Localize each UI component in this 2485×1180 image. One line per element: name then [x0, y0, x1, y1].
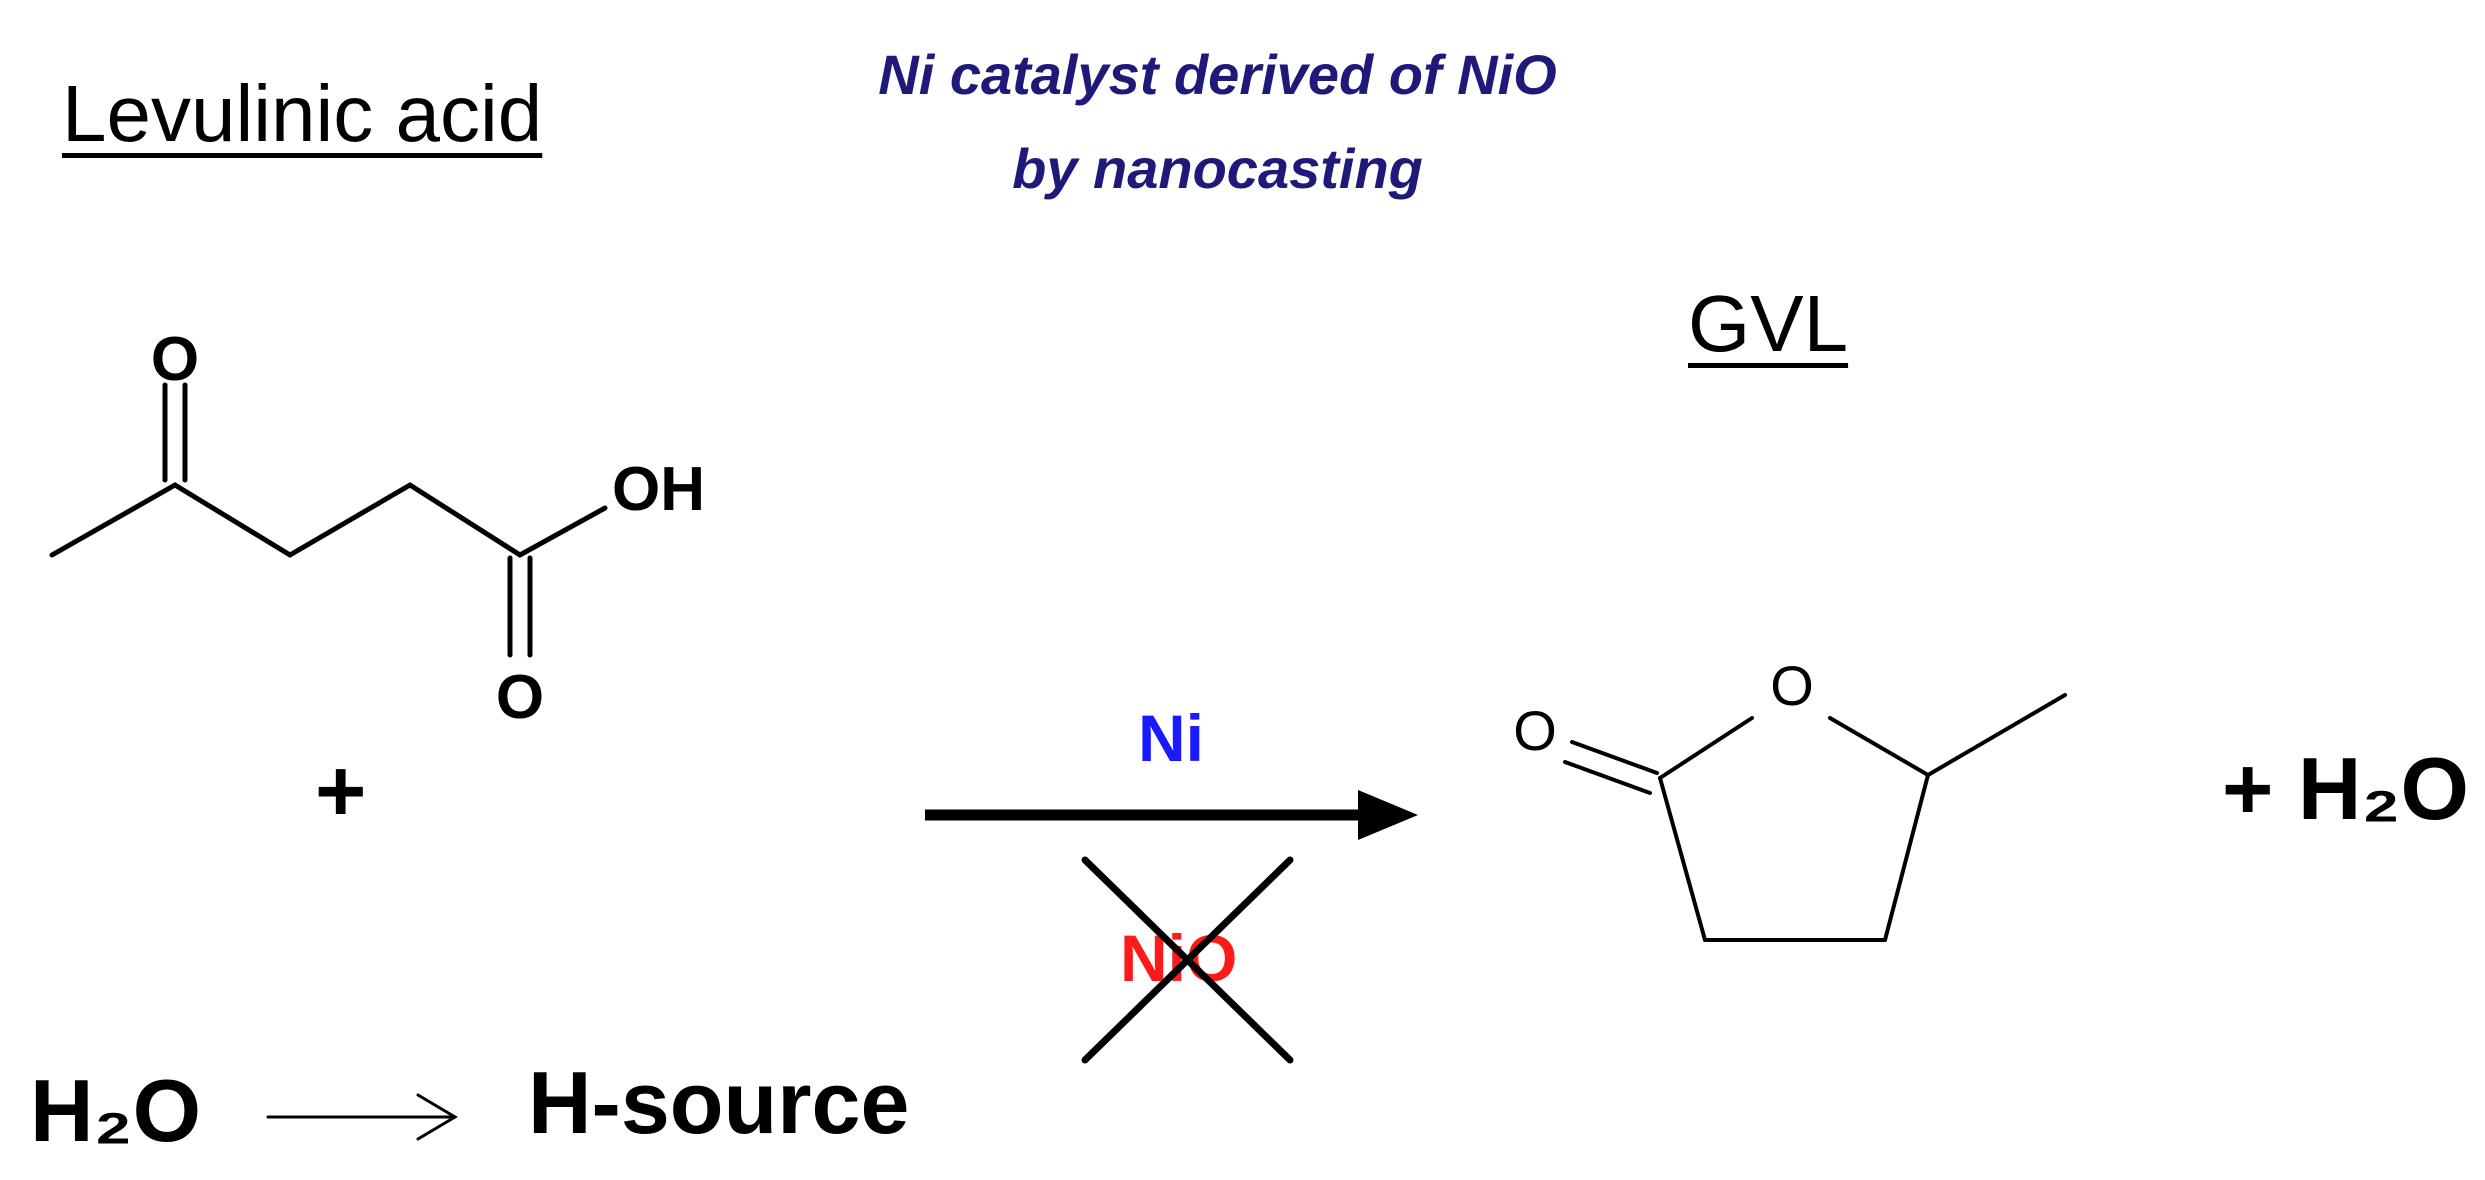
ring-oxygen: O [1770, 654, 1814, 717]
gvl-structure [1563, 693, 2067, 942]
h-source-arrow [266, 1093, 458, 1141]
acid-carbonyl-oxygen: O [496, 663, 544, 732]
byproduct-water: + H₂O [2222, 739, 2469, 838]
acid-hydroxyl: OH [612, 455, 705, 524]
subtitle-line-1: Ni catalyst derived of NiO [878, 43, 1557, 106]
subtitle-line-2: by nanocasting [1012, 137, 1423, 200]
cross-out-mark [1081, 856, 1294, 1064]
plus-sign: + [315, 741, 367, 840]
product-name: GVL [1688, 279, 1849, 368]
active-catalyst-label: Ni [1138, 701, 1204, 775]
reaction-arrow [925, 790, 1418, 840]
levulinic-acid-structure [49, 382, 608, 658]
water-label: H₂O [30, 1061, 202, 1160]
h-source-label: H-source [528, 1053, 910, 1152]
reactant-name: Levulinic acid [62, 69, 543, 158]
carbonyl-oxygen: O [1513, 699, 1557, 762]
ketone-oxygen: O [151, 325, 199, 394]
